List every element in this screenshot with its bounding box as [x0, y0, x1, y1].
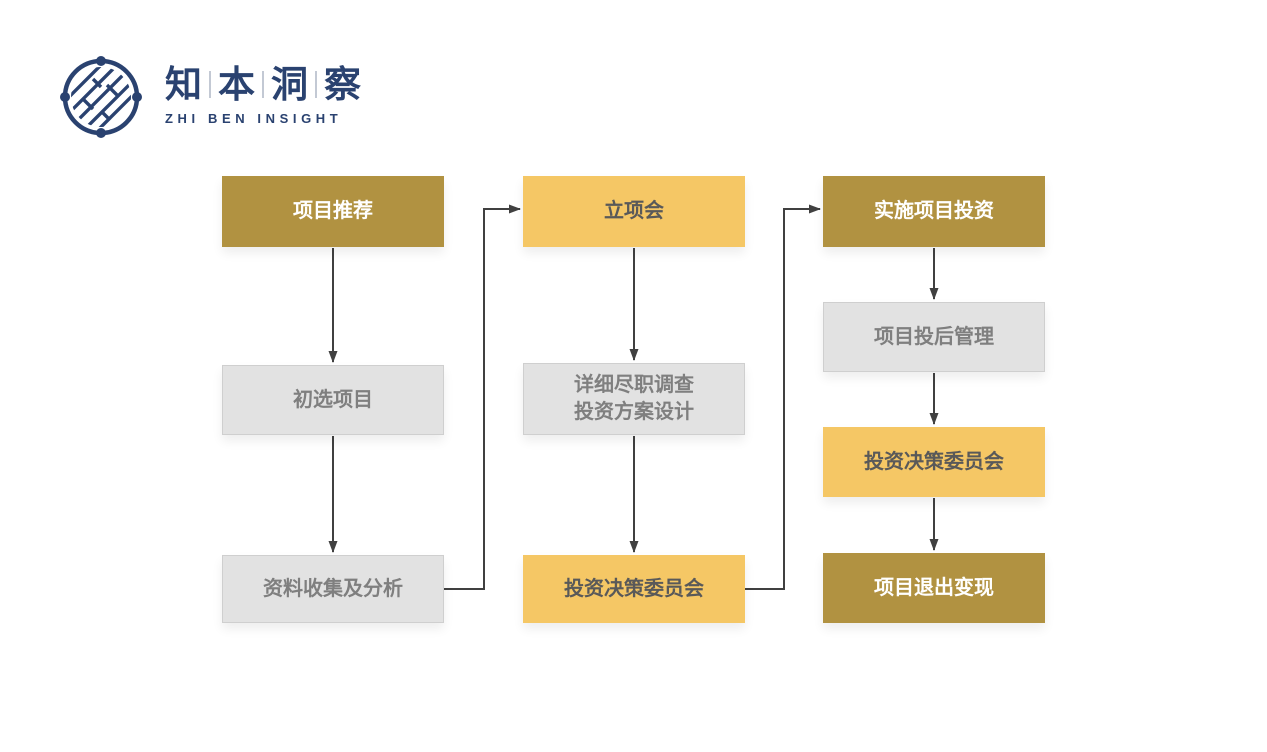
node-label: 投资决策委员会	[864, 450, 1004, 473]
node-post-investment-management: 项目投后管理	[823, 302, 1045, 372]
node-investment-committee-2: 投资决策委员会	[823, 427, 1045, 497]
node-label: 项目退出变现	[874, 576, 994, 599]
logo-icon	[60, 56, 142, 138]
logo-tagline: ZHI BEN INSIGHT	[165, 111, 343, 126]
node-label: 资料收集及分析	[263, 577, 403, 600]
logo-separator	[209, 71, 211, 98]
node-project-exit: 项目退出变现	[823, 553, 1045, 623]
node-label: 初选项目	[293, 388, 373, 411]
node-label: 实施项目投资	[874, 200, 994, 222]
node-implement-investment: 实施项目投资	[823, 176, 1045, 247]
node-label: 详细尽职调查	[574, 374, 694, 396]
logo-text: 知 本 洞 察 ZHI BEN INSIGHT	[165, 53, 361, 126]
node-label: 立项会	[604, 200, 664, 222]
logo: 知 本 洞 察 ZHI BEN INSIGHT	[57, 53, 361, 141]
logo-char: 洞	[271, 64, 308, 105]
logo-char: 本	[218, 64, 255, 105]
logo-char: 察	[324, 64, 361, 105]
logo-separator	[315, 71, 317, 98]
node-due-diligence-plan-design: 详细尽职调查 投资方案设计	[523, 363, 745, 435]
logo-separator	[262, 71, 264, 98]
node-data-collection-analysis: 资料收集及分析	[222, 555, 444, 623]
node-investment-committee-1: 投资决策委员会	[523, 555, 745, 623]
logo-char: 知	[165, 64, 202, 105]
arrow-committee1-to-implement	[745, 204, 821, 590]
node-project-approval-meeting: 立项会	[523, 176, 745, 247]
node-label: 投资方案设计	[574, 401, 694, 423]
node-initial-screening: 初选项目	[222, 365, 444, 435]
node-label: 项目投后管理	[874, 325, 994, 348]
node-label: 投资决策委员会	[564, 577, 704, 600]
node-project-recommendation: 项目推荐	[222, 176, 444, 247]
node-label: 项目推荐	[293, 200, 373, 222]
arrow-collection-to-approval	[444, 204, 521, 590]
logo-wordmark: 知 本 洞 察	[165, 66, 361, 103]
